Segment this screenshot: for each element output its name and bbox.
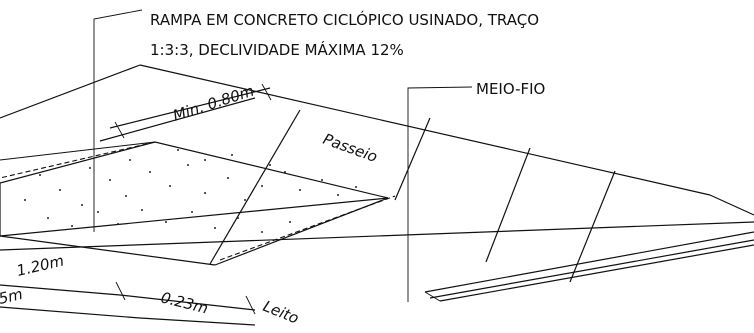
min-width-dimension: Min. 0.80m: [171, 82, 257, 125]
min-width-dimension-line: [109, 83, 272, 139]
partial-5m-dimension: 5m: [0, 285, 24, 308]
roadbed-label: Leito: [261, 297, 302, 327]
curb-width-dimension: 0.23m: [159, 288, 210, 317]
lower-dimensions: [0, 281, 256, 326]
curb-annotation: MEIO-FIO: [476, 80, 545, 98]
width-120-dimension: 1.20m: [15, 252, 66, 280]
curb-leader: [407, 86, 473, 302]
sidewalk-outline: [0, 64, 754, 283]
curb: [424, 231, 754, 302]
sidewalk-label: Passeio: [321, 130, 380, 166]
ramp-annotation-line2: 1:3:3, DECLIVIDADE MÁXIMA 12%: [150, 40, 404, 59]
ramp-annotation-line1: RAMPA EM CONCRETO CICLÓPICO USINADO, TRA…: [150, 10, 539, 29]
concrete-stipple: [24, 149, 357, 233]
ramp-surface: [0, 141, 396, 266]
ramp-leader: [93, 9, 143, 232]
